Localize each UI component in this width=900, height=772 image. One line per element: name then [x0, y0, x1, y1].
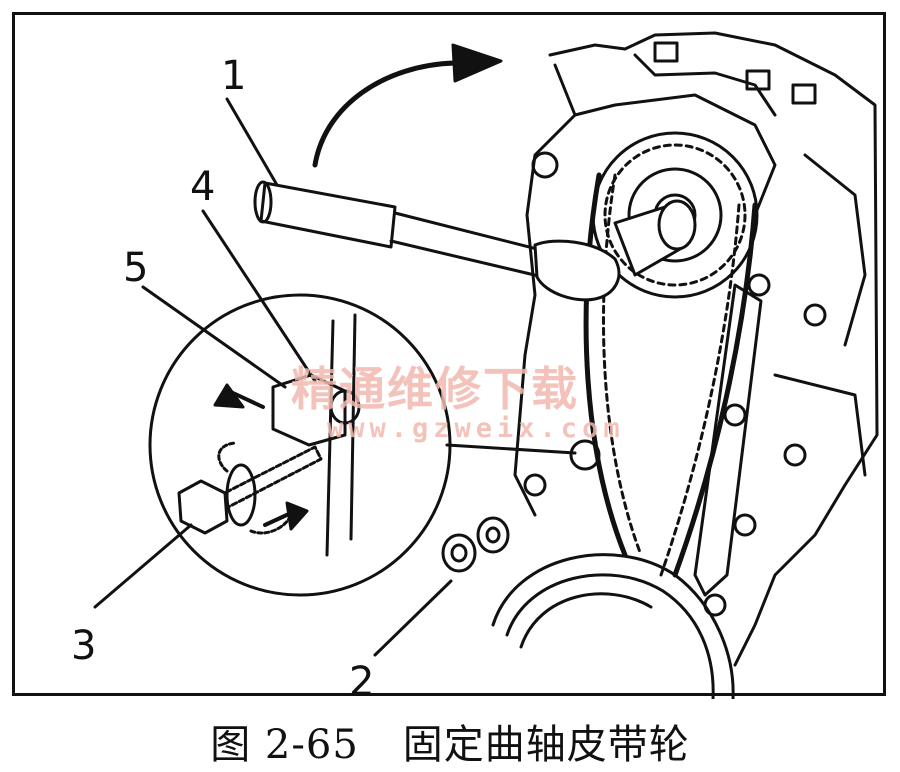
leader-5 [141, 285, 287, 389]
figure-number: 图 2-65 [210, 722, 359, 768]
detail-circle [148, 293, 452, 597]
leader-3 [93, 523, 193, 609]
watermark-text: 精通维修下载 [291, 362, 579, 416]
washers [441, 516, 510, 573]
leader-1 [225, 97, 279, 187]
leader-2 [373, 579, 453, 657]
detail-leader [445, 443, 577, 455]
figure-caption: 图 2-65 固定曲轴皮带轮 [0, 712, 900, 770]
chain-guide [693, 283, 763, 597]
figure-frame: 1 2 3 4 5 精通维修下载 www.gzweix.com [12, 12, 886, 702]
timing-chain [583, 172, 758, 578]
callout-4: 4 [190, 164, 216, 210]
callout-5: 5 [123, 245, 149, 291]
crankshaft-pulley [491, 553, 735, 699]
watermark-url: www.gzweix.com [327, 413, 625, 444]
callout-2: 2 [349, 659, 375, 705]
callout-1: 1 [221, 53, 247, 99]
breaker-bar [253, 180, 697, 302]
leader-4 [201, 209, 317, 383]
callout-3: 3 [71, 623, 97, 669]
figure-title: 固定曲轴皮带轮 [402, 722, 690, 768]
engine-block [513, 31, 879, 667]
rotation-arrow [312, 60, 458, 168]
engine-diagram [93, 31, 879, 699]
rotation-arrowhead [451, 43, 503, 83]
